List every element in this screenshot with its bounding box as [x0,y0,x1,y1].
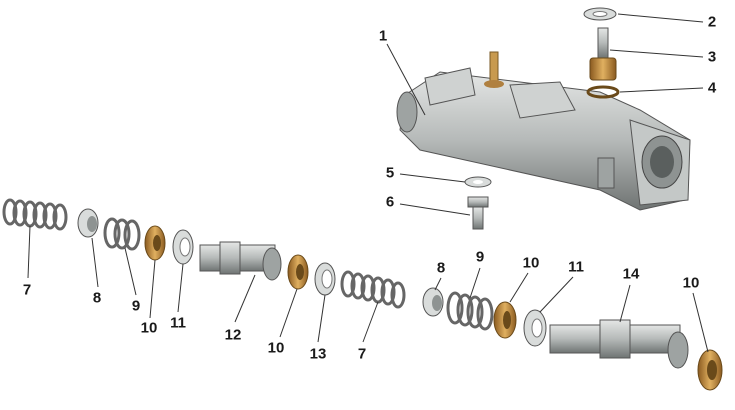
callout-1: 1 [378,27,388,45]
callout-12: 12 [224,326,242,344]
callout-7: 7 [22,281,32,299]
callout-7: 7 [357,345,367,363]
callout-10: 10 [140,319,158,337]
callout-8: 8 [436,259,446,277]
callout-8: 8 [92,289,102,307]
spring-9-right [446,291,494,331]
retainer-left [77,208,99,238]
stop-bolt [467,196,489,230]
callout-4: 4 [707,79,717,97]
callout-13: 13 [309,345,327,363]
piston-14 [549,319,689,369]
leader-lines [27,13,709,353]
seal-left-2 [287,254,309,290]
callout-3: 3 [707,48,717,66]
callout-9: 9 [475,248,485,266]
callout-5: 5 [385,164,395,182]
callout-10: 10 [682,274,700,292]
callout-2: 2 [707,13,717,31]
washer-13 [314,262,336,296]
spacer-ring-right [523,309,547,347]
callout-14: 14 [622,265,640,283]
callout-9: 9 [131,297,141,315]
seal-right [493,301,517,339]
callout-10: 10 [267,339,285,357]
callout-11: 11 [170,314,186,332]
callout-6: 6 [385,193,395,211]
cylinder-body [396,51,691,211]
o-ring [586,85,620,99]
callout-10: 10 [522,254,540,272]
seal-left [144,225,166,261]
spring-left [2,198,68,231]
washer [464,176,492,188]
spring-9-left [103,217,141,251]
lock-washer [583,7,617,21]
spring-right-7 [340,270,406,309]
retainer-right [422,287,444,317]
callout-11: 11 [568,258,584,276]
seal-right-end [697,349,723,391]
fitting [589,27,617,81]
piston-12 [199,241,282,281]
spacer-ring-left [172,229,194,265]
